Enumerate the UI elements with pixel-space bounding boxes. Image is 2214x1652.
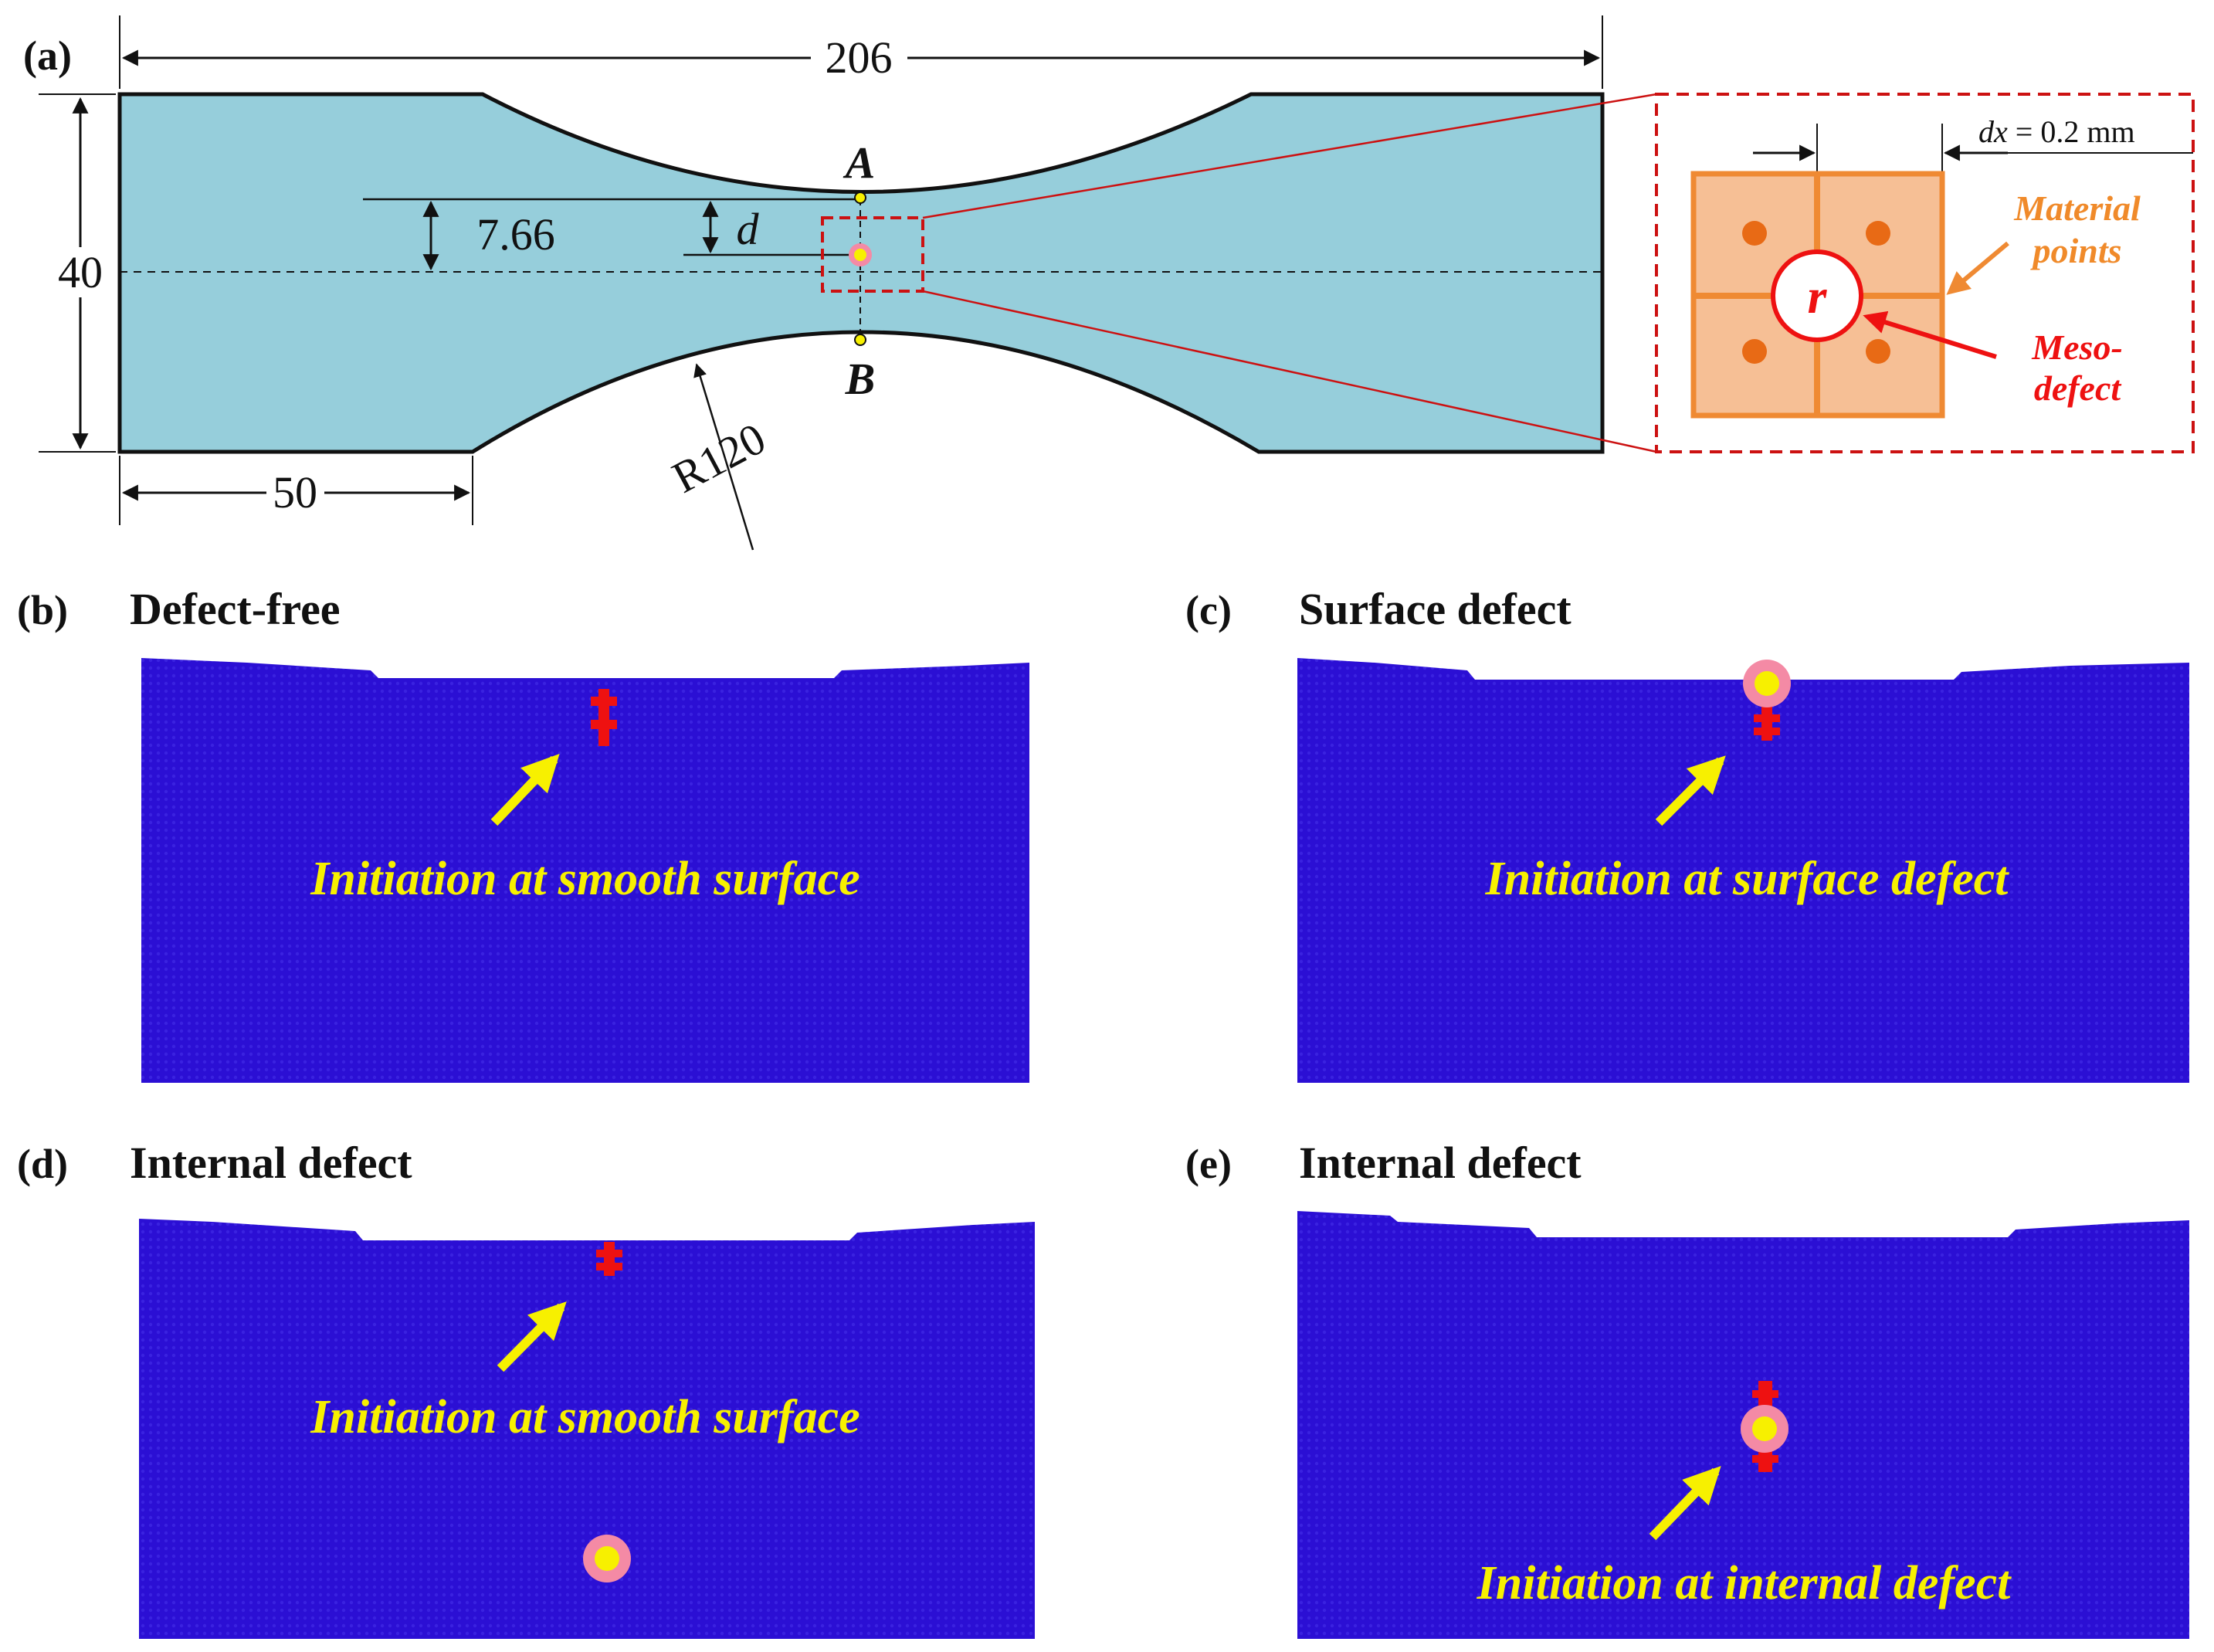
- point-a-marker: [854, 192, 866, 204]
- initiation-arrow: [1655, 755, 1726, 826]
- internal-defect-core: [595, 1546, 619, 1571]
- dim-r120: R120: [664, 413, 773, 503]
- crack-mark: [591, 697, 617, 706]
- panel-e-caption: Initiation at internal defect: [1477, 1557, 2012, 1610]
- crack-mark: [604, 1242, 615, 1276]
- initiation-arrow: [490, 754, 560, 826]
- panel-c-label: (c): [1185, 587, 1232, 633]
- zoom-line-bottom: [922, 290, 1657, 453]
- point-a-label: A: [843, 137, 876, 188]
- panel-a: (a) 206 40 50 R120 7.66 d: [23, 15, 2195, 551]
- material-point: [1742, 221, 1767, 246]
- material-points-line1: Material: [2013, 188, 2141, 228]
- surface-defect-core: [1755, 671, 1779, 696]
- panel-b-caption: Initiation at smooth surface: [310, 853, 859, 905]
- panel-b-title: Defect-free: [130, 584, 341, 634]
- material-point: [1866, 221, 1890, 246]
- crack-mark: [1754, 714, 1780, 722]
- meso-defect-arrow: [1863, 310, 1997, 359]
- panel-e: (e) Internal defect Initiation at intern…: [1185, 1138, 2189, 1639]
- point-b-label: B: [845, 354, 876, 404]
- dim-206: 206: [826, 32, 893, 83]
- zoom-line-top: [922, 93, 1657, 219]
- panel-c: (c) Surface defect Initiation at surface…: [1185, 584, 2189, 1083]
- panel-c-title: Surface defect: [1299, 584, 1571, 634]
- panel-b: (b) Defect-free Initiation at smooth sur…: [17, 584, 1029, 1083]
- simulation-domain: [1297, 658, 2189, 1083]
- r120-leader: [693, 363, 754, 551]
- panel-c-caption: Initiation at surface defect: [1485, 853, 2010, 905]
- material-points-arrow: [1946, 241, 2009, 295]
- crack-mark: [1752, 1455, 1778, 1463]
- panel-d-caption: Initiation at smooth surface: [310, 1391, 859, 1443]
- panel-b-label: (b): [17, 587, 68, 633]
- zoom-source-box: [821, 216, 924, 293]
- crack-mark: [1761, 707, 1772, 741]
- dim-40: 40: [58, 247, 103, 297]
- panel-d-title: Internal defect: [130, 1138, 412, 1188]
- simulation-domain: [139, 1219, 1035, 1639]
- crack-mark: [1754, 728, 1780, 735]
- crack-mark: [596, 1250, 622, 1257]
- meso-defect-line1: Meso-: [2031, 327, 2123, 367]
- point-b-marker: [854, 334, 866, 346]
- panel-e-title: Internal defect: [1299, 1138, 1582, 1188]
- crack-mark: [591, 720, 617, 729]
- crack-mark: [1752, 1390, 1778, 1398]
- initiation-arrow: [1649, 1466, 1721, 1541]
- dx-label: dx = 0.2 mm: [1978, 114, 2135, 149]
- dim-50: 50: [273, 467, 317, 517]
- material-points-line2: points: [2029, 231, 2121, 270]
- panel-d: (d) Internal defect Initiation at smooth…: [17, 1138, 1035, 1639]
- panel-d-label: (d): [17, 1141, 68, 1187]
- meso-defect-line2: defect: [2034, 368, 2122, 408]
- simulation-domain: [141, 658, 1029, 1083]
- defect-core: [854, 249, 866, 261]
- panel-a-label: (a): [23, 32, 72, 79]
- material-point: [1866, 339, 1890, 364]
- dogbone-specimen: [117, 92, 1605, 454]
- initiation-arrow: [497, 1301, 567, 1372]
- crack-mark: [596, 1263, 622, 1270]
- material-point: [1742, 339, 1767, 364]
- internal-defect-core: [1752, 1416, 1777, 1441]
- panel-e-label: (e): [1185, 1141, 1232, 1187]
- meso-defect-circle: [1771, 249, 1863, 342]
- dim-d: d: [737, 204, 760, 254]
- radius-symbol: r: [1808, 269, 1828, 324]
- dim-766: 7.66: [476, 209, 555, 260]
